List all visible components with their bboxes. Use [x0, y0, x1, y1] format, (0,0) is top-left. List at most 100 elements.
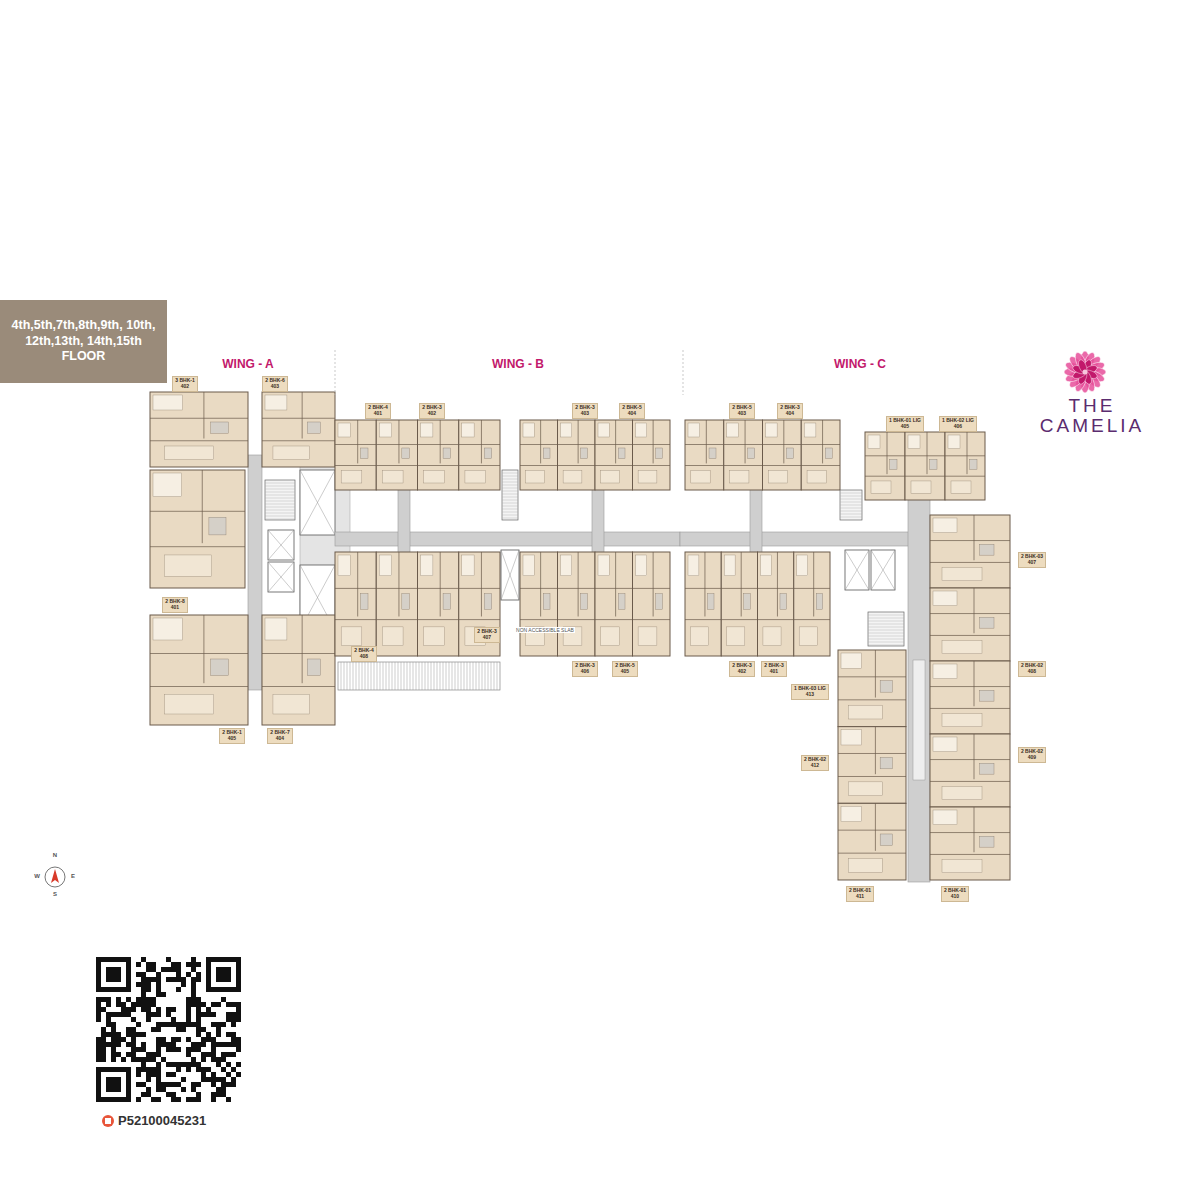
unit-tag: 2 BHK-02412 — [801, 755, 829, 771]
wing-label: WING - B — [492, 357, 544, 371]
unit-number: 410 — [944, 894, 966, 900]
rera-icon — [102, 1115, 114, 1127]
staircase — [840, 490, 862, 520]
apartment-unit — [930, 588, 1010, 661]
compass-letter: W — [34, 873, 40, 879]
unit-number: 401 — [368, 411, 387, 417]
unit-tag: 2 BHK-01411 — [846, 886, 874, 902]
apartment-unit — [724, 420, 763, 490]
qr-code — [96, 957, 241, 1102]
unit-tag: 2 BHK-3406 — [572, 661, 597, 677]
unit-number: 401 — [165, 605, 184, 611]
unit-number: 402 — [175, 384, 194, 390]
apartment-unit — [459, 552, 500, 656]
unit-tag: 2 BHK-02408 — [1018, 661, 1046, 677]
apartment-unit — [930, 515, 1010, 588]
unit-number: 402 — [422, 411, 441, 417]
apartment-unit — [930, 661, 1010, 734]
apartment-unit — [838, 803, 906, 880]
apartment-unit — [763, 420, 802, 490]
logo-flower — [1064, 351, 1106, 393]
lift-core — [268, 562, 294, 592]
apartment-unit — [150, 615, 248, 725]
apartment-unit — [685, 420, 724, 490]
apartment-unit — [794, 552, 830, 656]
unit-tag: 2 BHK-3401 — [761, 661, 786, 677]
apartment-unit — [558, 420, 596, 490]
unit-number: 403 — [732, 411, 751, 417]
apartment-unit — [418, 420, 459, 490]
unit-tag: 2 BHK-3402 — [729, 661, 754, 677]
lift-core — [300, 470, 335, 535]
apartment-unit — [930, 807, 1010, 880]
apartment-unit — [418, 552, 459, 656]
apartment-unit — [905, 432, 945, 500]
apartment-unit — [633, 552, 671, 656]
unit-tag: 1 BHK-01 LIG405 — [886, 416, 924, 432]
passage — [248, 455, 262, 690]
apartment-unit — [520, 552, 558, 656]
apartment-unit — [801, 420, 840, 490]
apartment-unit — [758, 552, 794, 656]
unit-number: 405 — [222, 736, 241, 742]
apartment-unit — [335, 552, 376, 656]
lift-core — [501, 550, 519, 600]
apartment-unit — [376, 420, 417, 490]
slab-note: NON ACCESSIBLE SLAB — [515, 627, 575, 633]
unit-tag: 1 BHK-03 LIG413 — [791, 684, 829, 700]
unit-tag: 2 BHK-3407 — [474, 627, 499, 643]
apartment-unit — [685, 552, 721, 656]
apartment-unit — [945, 432, 985, 500]
apartment-unit — [865, 432, 905, 500]
apartment-unit — [595, 420, 633, 490]
unit-tag: 2 BHK-5403 — [729, 403, 754, 419]
floor-band: 4th,5th,7th,8th,9th, 10th, 12th,13th, 14… — [0, 300, 167, 383]
apartment-unit — [838, 650, 906, 727]
unit-tag: 2 BHK-5404 — [619, 403, 644, 419]
railing — [338, 662, 500, 690]
unit-tag: 2 BHK-4401 — [365, 403, 390, 419]
apartment-unit — [520, 420, 558, 490]
unit-tag: 2 BHK-3404 — [777, 403, 802, 419]
wing-label: WING - A — [222, 357, 274, 371]
unit-number: 403 — [575, 411, 594, 417]
unit-number: 409 — [1021, 755, 1043, 761]
unit-tag: 2 BHK-7404 — [267, 728, 292, 744]
apartment-unit — [335, 420, 376, 490]
passage — [680, 532, 915, 546]
unit-tag: 2 BHK-3403 — [572, 403, 597, 419]
unit-number: 405 — [889, 424, 921, 430]
compass-letter: E — [71, 873, 75, 879]
apartment-unit — [150, 392, 248, 467]
unit-number: 412 — [804, 763, 826, 769]
apartment-unit — [930, 734, 1010, 807]
unit-number: 407 — [477, 635, 496, 641]
unit-tag: 2 BHK-03407 — [1018, 552, 1046, 568]
apartment-unit — [558, 552, 596, 656]
unit-number: 404 — [780, 411, 799, 417]
apartment-unit — [595, 552, 633, 656]
unit-type: 4th,5th,7th,8th,9th, 10th, 12th,13th, 14… — [8, 318, 159, 365]
rera-icon-mark — [105, 1118, 111, 1124]
rera-number: P52100045231 — [118, 1113, 206, 1128]
apartment-unit — [262, 392, 335, 467]
unit-number: 404 — [270, 736, 289, 742]
wing-label: WING - C — [834, 357, 886, 371]
staircase — [868, 612, 904, 646]
apartment-unit — [838, 727, 906, 804]
unit-number: 406 — [942, 424, 974, 430]
unit-tag: 2 BHK-02409 — [1018, 747, 1046, 763]
unit-number: 411 — [849, 894, 871, 900]
brand-title: THE CAMELIA — [1022, 396, 1162, 436]
lift-core — [845, 550, 869, 590]
lift-core — [268, 530, 294, 560]
compass-letter: S — [53, 891, 57, 897]
unit-tag: 2 BHK-6403 — [262, 376, 287, 392]
unit-tag: 2 BHK-8401 — [162, 597, 187, 613]
unit-number: 408 — [1021, 669, 1043, 675]
unit-tag: 2 BHK-3402 — [419, 403, 444, 419]
unit-tag: 2 BHK-4408 — [351, 646, 376, 662]
apartment-unit — [721, 552, 757, 656]
unit-number: 413 — [794, 692, 826, 698]
